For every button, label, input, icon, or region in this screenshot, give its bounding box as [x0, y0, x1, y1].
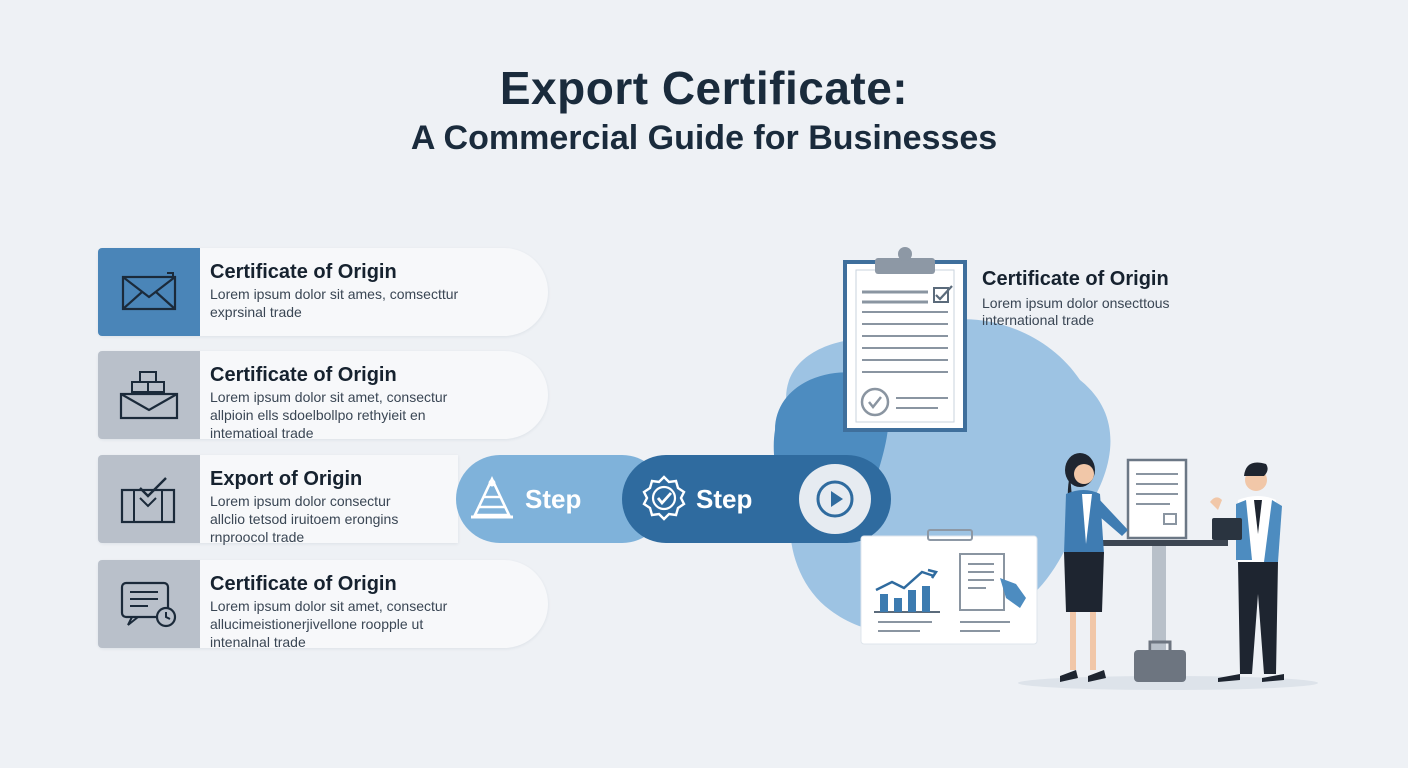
- card-title: Certificate of Origin: [210, 261, 397, 283]
- card-desc-line2: exprsinal trade: [210, 304, 302, 320]
- page-title: Export Certificate: A Commercial Guide f…: [0, 62, 1408, 160]
- card-icon-box: [98, 560, 200, 648]
- card-desc-line2: allpioin ells sdoelbollpo rethyieit en: [210, 407, 426, 423]
- clipboard-info-title: Certificate of Origin: [982, 268, 1169, 290]
- card-desc-line3: intematioal trade: [210, 425, 314, 441]
- card-desc-line3: intenalnal trade: [210, 634, 306, 650]
- card-export-of-origin[interactable]: Export of Origin Lorem ipsum dolor conse…: [98, 455, 548, 545]
- card-title: Export of Origin: [210, 468, 363, 490]
- step-label-2: Step: [696, 484, 753, 514]
- card-title: Certificate of Origin: [210, 573, 397, 595]
- clipboard-certificate-illustration: [843, 247, 967, 432]
- card-certificate-of-origin-2[interactable]: Certificate of Origin Lorem ipsum dolor …: [98, 351, 548, 441]
- envelope-icon: [121, 272, 177, 311]
- package-check-icon: [120, 477, 176, 524]
- card-certificate-of-origin-3[interactable]: Certificate of Origin Lorem ipsum dolor …: [98, 560, 548, 650]
- clipboard-info-line1: Lorem ipsum dolor onsecttous: [982, 295, 1170, 311]
- document-clock-icon: [120, 581, 177, 628]
- title-main: Export Certificate:: [499, 62, 909, 114]
- card-desc-line1: Lorem ipsum dolor sit amet, consectur: [210, 389, 448, 405]
- pyramid-icon: [471, 475, 513, 519]
- report-chart-illustration: [860, 529, 1038, 645]
- card-desc-line2: allclio tetsod iruitoem erongins: [210, 511, 399, 527]
- card-desc-line1: Lorem ipsum dolor sit ames, comsecttur: [210, 286, 459, 302]
- card-icon-box: [98, 248, 200, 336]
- step-label-1: Step: [525, 484, 582, 514]
- play-button[interactable]: [799, 464, 871, 534]
- card-certificate-of-origin-1[interactable]: Certificate of Origin Lorem ipsum dolor …: [98, 248, 548, 336]
- badge-check-icon: [642, 475, 686, 521]
- clipboard-info: Certificate of Origin Lorem ipsum dolor …: [982, 267, 1242, 329]
- title-subtitle: A Commercial Guide for Businesses: [410, 119, 998, 157]
- card-icon-box: [98, 351, 200, 439]
- play-icon: [816, 480, 854, 518]
- card-desc-line2: allucimeistionerjivellone roopple ut: [210, 616, 424, 632]
- card-icon-box: [98, 455, 200, 543]
- card-desc-line3: rnproocol trade: [210, 529, 305, 545]
- card-desc-line1: Lorem ipsum dolor sit amet, consectur: [210, 598, 448, 614]
- boxes-envelope-icon: [119, 371, 179, 420]
- card-title: Certificate of Origin: [210, 364, 397, 386]
- card-desc-line1: Lorem ipsum dolor consectur: [210, 493, 391, 509]
- business-people-illustration: [1060, 453, 1284, 682]
- clipboard-info-line2: international trade: [982, 312, 1095, 328]
